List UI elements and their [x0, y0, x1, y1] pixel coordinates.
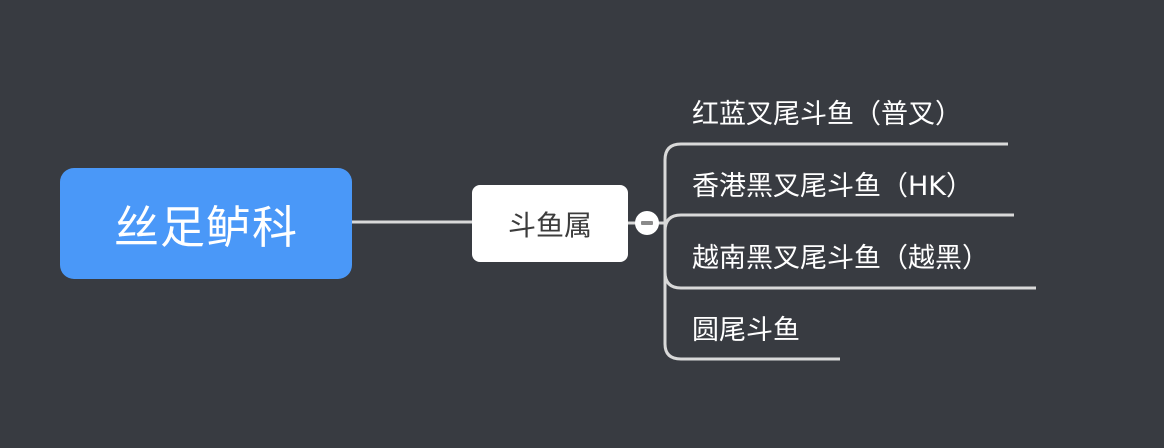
- branch-line-2: [663, 271, 1036, 290]
- root-topic[interactable]: 丝足鲈科: [60, 168, 352, 279]
- subtopic-1[interactable]: 香港黑叉尾斗鱼（HK）: [692, 171, 974, 202]
- subtopic-0[interactable]: 红蓝叉尾斗鱼（普叉）: [692, 99, 962, 130]
- branch-line-3: [663, 343, 840, 361]
- minus-icon: [641, 221, 653, 225]
- branch-line-0: [663, 142, 1008, 161]
- branch-line-1: [663, 213, 1014, 232]
- subtopic-3[interactable]: 圆尾斗鱼: [692, 315, 800, 346]
- collapse-toggle-button[interactable]: [635, 211, 659, 235]
- subtopic-2[interactable]: 越南黑叉尾斗鱼（越黑）: [692, 243, 989, 274]
- main-topic[interactable]: 斗鱼属: [472, 185, 628, 262]
